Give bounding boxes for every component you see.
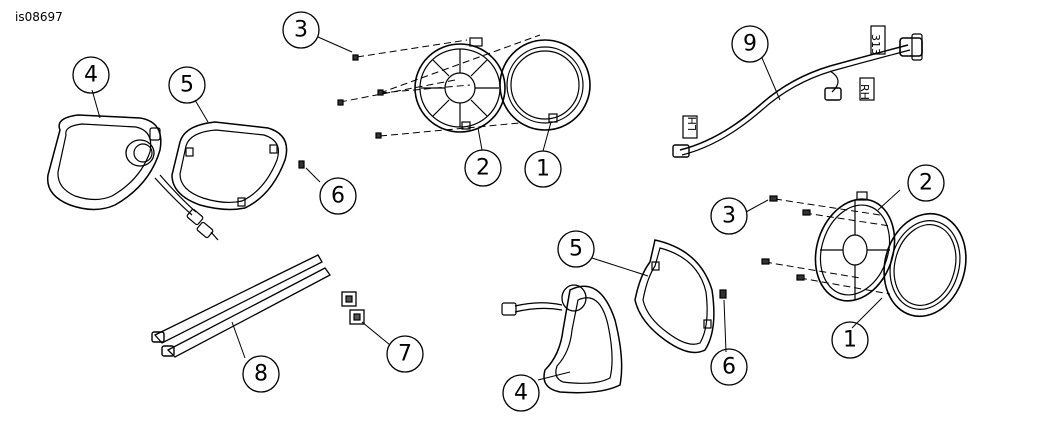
callout-2-right-label: 2: [919, 171, 933, 196]
callout-9: 9: [731, 25, 769, 63]
trim-gasket-left: [171, 121, 288, 211]
callout-9-label: 9: [743, 32, 757, 57]
wiring-harness: [672, 25, 923, 158]
callout-3-top-label: 3: [294, 18, 308, 43]
callout-7: 7: [386, 335, 424, 373]
harness-label-rh: RH: [858, 84, 871, 100]
callout-5-right: 5: [557, 230, 595, 268]
callout-1-top: 1: [524, 150, 562, 188]
speaker-right: [883, 212, 967, 318]
callout-6-right-label: 6: [722, 355, 736, 380]
callout-5-left: 5: [168, 66, 206, 104]
callout-4-right: 4: [502, 374, 540, 412]
callout-2-top-label: 2: [476, 156, 490, 181]
callout-6-right: 6: [710, 348, 748, 386]
callout-8-label: 8: [254, 362, 268, 387]
tie-mounts: [341, 291, 365, 325]
callout-3-right: 3: [710, 197, 748, 235]
speaker-adapter-bracket-right: [814, 191, 896, 302]
figure-reference-id: is08697: [15, 10, 63, 24]
callout-1-right: 1: [831, 321, 869, 359]
callout-6-left: 6: [319, 177, 357, 215]
harness-label-lh: LH: [686, 117, 699, 131]
callout-7-label: 7: [398, 342, 412, 367]
callout-4-left-label: 4: [84, 63, 98, 88]
leader-lines: [91, 36, 901, 381]
callout-5-left-label: 5: [180, 73, 194, 98]
speaker-top: [499, 39, 591, 131]
callout-6-left-label: 6: [331, 184, 345, 209]
callout-2-top: 2: [464, 149, 502, 187]
callout-3-right-label: 3: [722, 204, 736, 229]
callout-1-top-label: 1: [536, 157, 550, 182]
harness-label-code: 313: [869, 34, 882, 55]
speaker-housing-left: [46, 114, 219, 241]
callout-1-right-label: 1: [843, 328, 857, 353]
screws-right-3: [761, 195, 891, 295]
screws-top-3: [337, 34, 541, 139]
cable-ties: [151, 254, 331, 358]
screw-left-6: [298, 160, 305, 169]
callout-3-top: 3: [282, 11, 320, 49]
trim-gasket-right: [634, 239, 715, 354]
callout-8: 8: [242, 355, 280, 393]
screw-right-6: [719, 289, 727, 299]
callout-4-left: 4: [72, 56, 110, 94]
callout-2-right: 2: [907, 164, 945, 202]
speaker-housing-right: [501, 284, 623, 394]
callout-4-right-label: 4: [514, 381, 528, 406]
callout-5-right-label: 5: [569, 237, 583, 262]
